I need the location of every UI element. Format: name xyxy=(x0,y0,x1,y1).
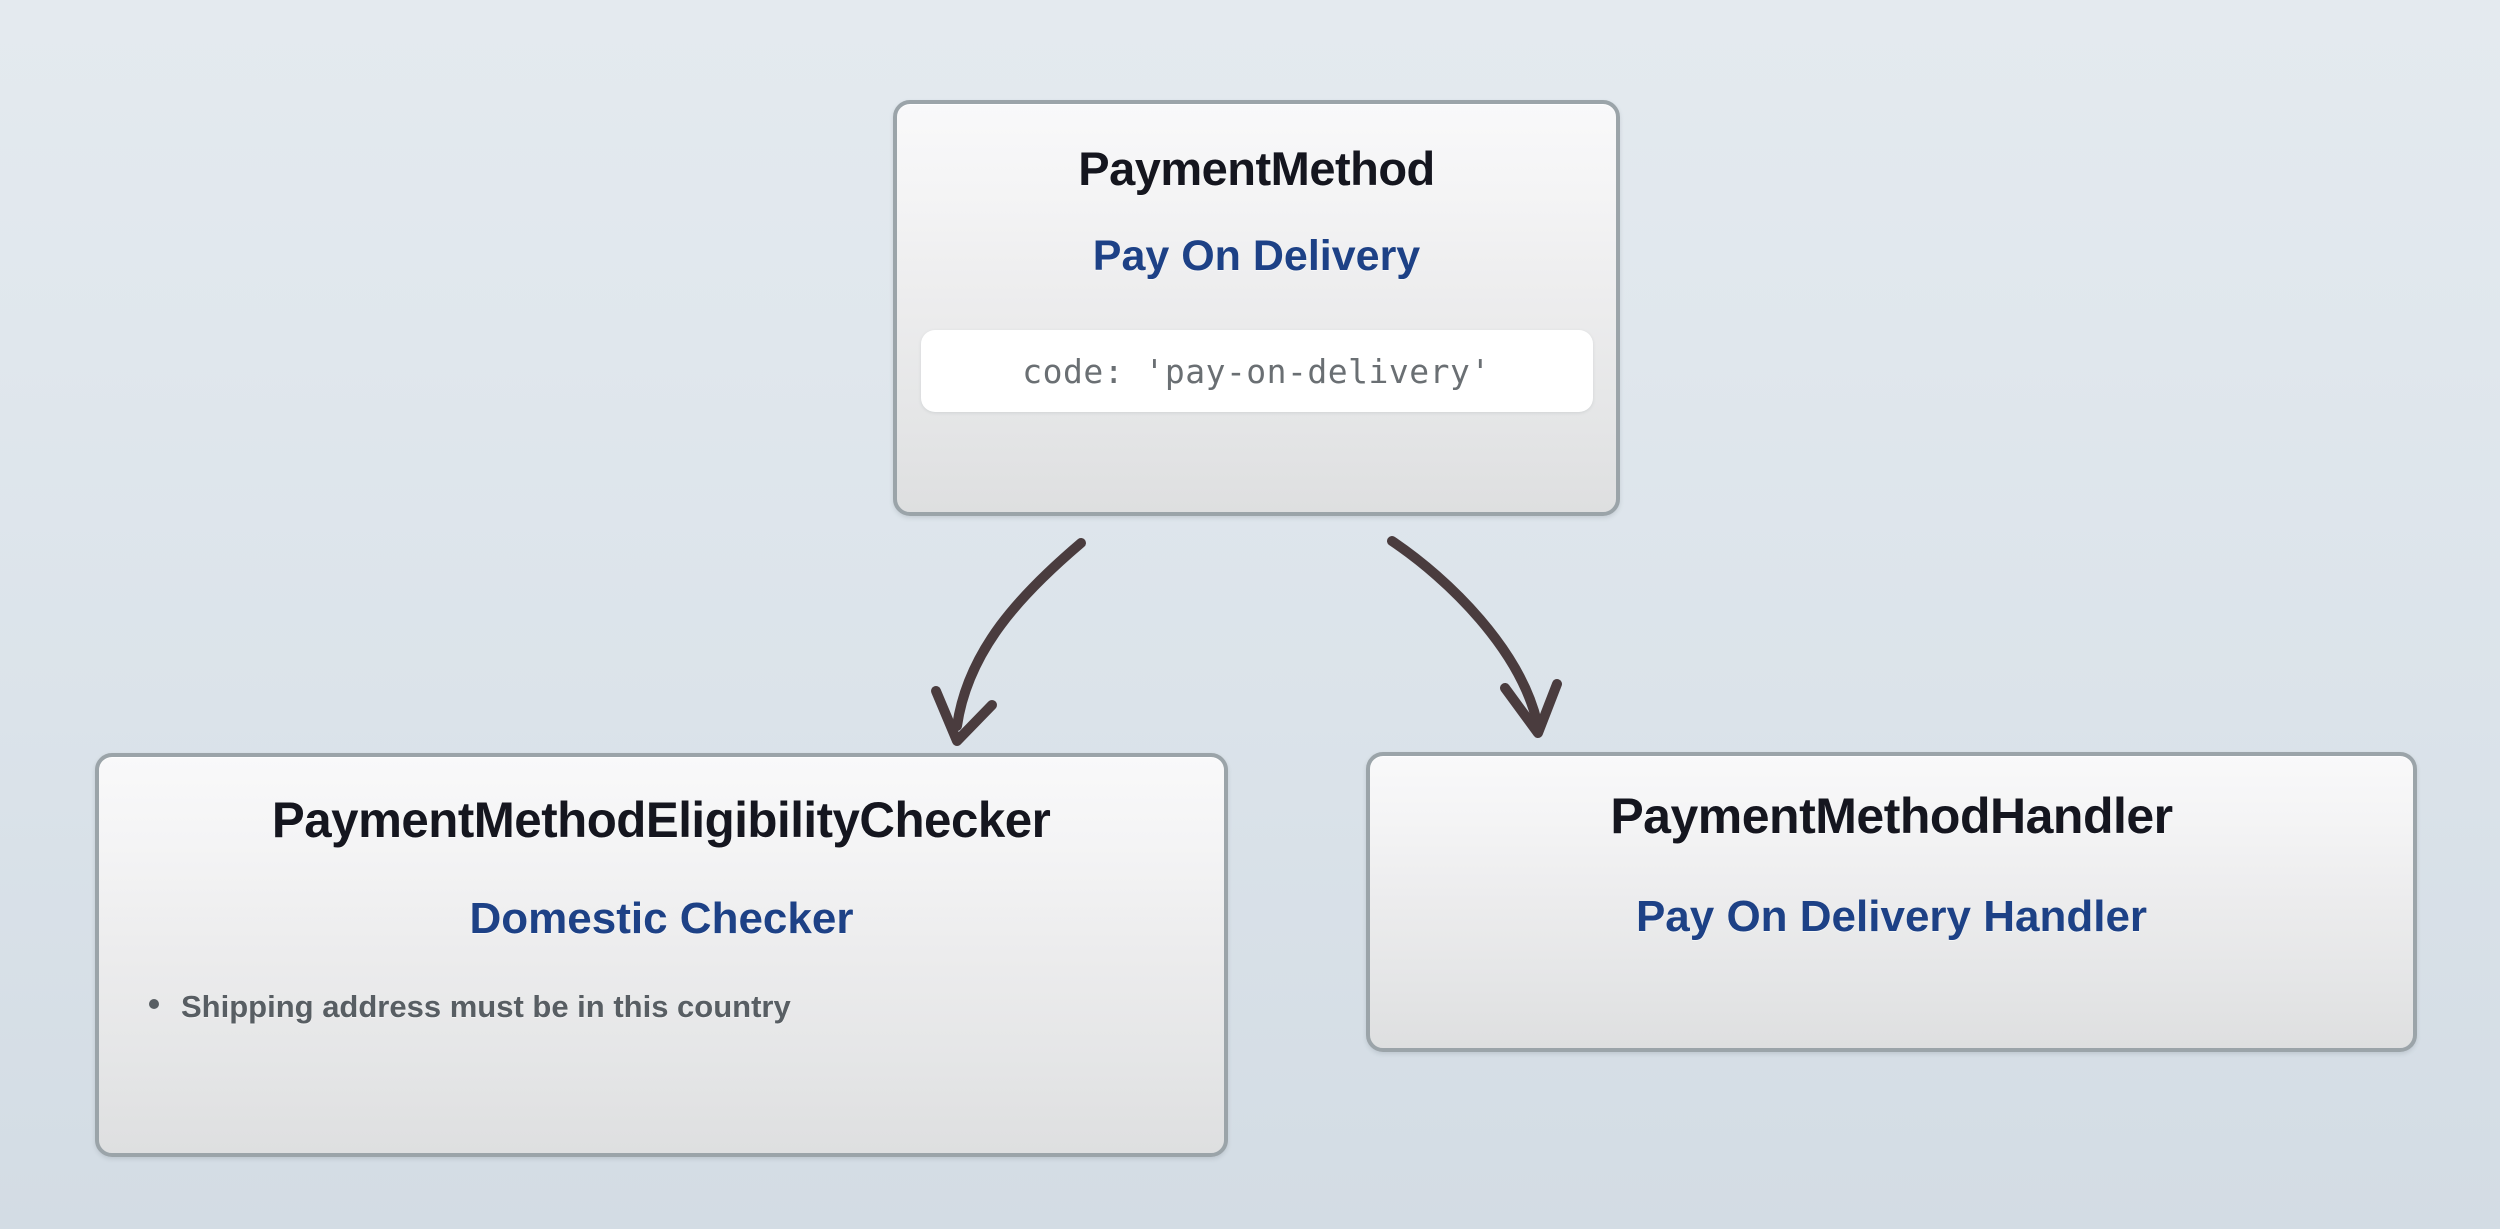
node-payment-method-handler[interactable]: PaymentMethodHandler Pay On Delivery Han… xyxy=(1366,752,2417,1052)
node-payment-method-name-label: Pay On Delivery xyxy=(1092,232,1421,280)
node-payment-method[interactable]: PaymentMethod Pay On Delivery code: 'pay… xyxy=(893,100,1620,516)
payment-method-code-text: code: 'pay-on-delivery' xyxy=(1022,351,1491,391)
node-payment-method-eligibility-checker[interactable]: PaymentMethodEligibilityChecker Domestic… xyxy=(95,753,1228,1157)
edge-to-payment-handler-arrowhead xyxy=(1500,679,1562,738)
node-eligibility-checker-type-label: PaymentMethodEligibilityChecker xyxy=(272,792,1051,848)
edge-to-payment-handler-curve xyxy=(1387,536,1542,727)
list-item: Shipping address must be in this country xyxy=(149,988,791,1026)
node-payment-handler-name-label: Pay On Delivery Handler xyxy=(1635,892,2148,941)
payment-method-code-chip: code: 'pay-on-delivery' xyxy=(920,330,1593,412)
edge-to-eligibility-checker-curve xyxy=(952,538,1086,731)
eligibility-rule-text: Shipping address must be in this country xyxy=(181,989,791,1024)
node-payment-method-type-label: PaymentMethod xyxy=(1078,142,1435,195)
bullet-icon xyxy=(149,999,159,1009)
node-eligibility-checker-name-label: Domestic Checker xyxy=(469,894,854,943)
node-payment-handler-type-label: PaymentMethodHandler xyxy=(1610,788,2173,844)
eligibility-checker-rules-list: Shipping address must be in this country xyxy=(149,988,791,1026)
edge-to-eligibility-checker-arrowhead xyxy=(931,686,997,746)
